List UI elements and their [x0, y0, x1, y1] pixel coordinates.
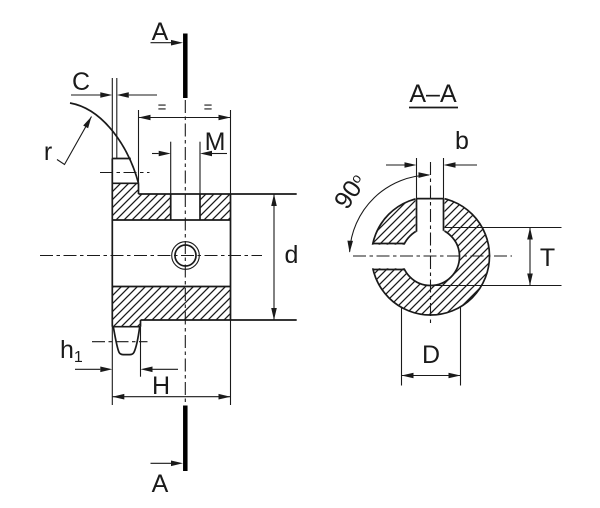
dim-keyway-b: b	[386, 127, 477, 168]
side-view-hatching	[112, 183, 231, 327]
label-H: H	[152, 372, 170, 400]
section-view: 90o b T D A–A	[329, 80, 562, 386]
sprocket-outline	[69, 78, 297, 405]
section-centerlines	[353, 162, 512, 326]
label-b: b	[455, 127, 469, 155]
section-title: A–A	[409, 80, 458, 109]
label-C: C	[72, 68, 90, 96]
keyway	[415, 158, 445, 232]
dim-equal-spacing: = =	[138, 99, 231, 121]
label-M: M	[205, 128, 226, 156]
dim-chamfer-C: C	[71, 68, 157, 98]
section-cut-line: A A	[150, 18, 188, 498]
label-d: d	[285, 241, 299, 269]
dim-hub-diameter-d: d	[271, 194, 298, 320]
section-label-bottom: A	[152, 470, 169, 498]
dim-radius-r: r	[44, 116, 92, 166]
dim-thread-M: M	[152, 128, 227, 157]
dim-hub-length-H: H	[112, 372, 231, 400]
label-D: D	[422, 341, 440, 369]
label-r: r	[44, 138, 52, 166]
side-view: A A C r M =	[40, 18, 298, 498]
dim-bore-diameter-D: D	[400, 306, 462, 386]
label-T: T	[540, 244, 555, 272]
dim-bore-T: T	[430, 226, 562, 287]
label-h1: h1	[60, 336, 83, 366]
side-view-centerlines	[40, 100, 262, 403]
section-title-text: A–A	[409, 80, 457, 108]
radial-hole	[372, 242, 405, 271]
equal-mark-left: =	[158, 99, 167, 116]
dim-tooth-h1: h1	[60, 336, 178, 373]
section-label-top: A	[152, 18, 169, 46]
tooth-radius-curve	[69, 102, 140, 184]
equal-mark-right: =	[204, 99, 213, 116]
